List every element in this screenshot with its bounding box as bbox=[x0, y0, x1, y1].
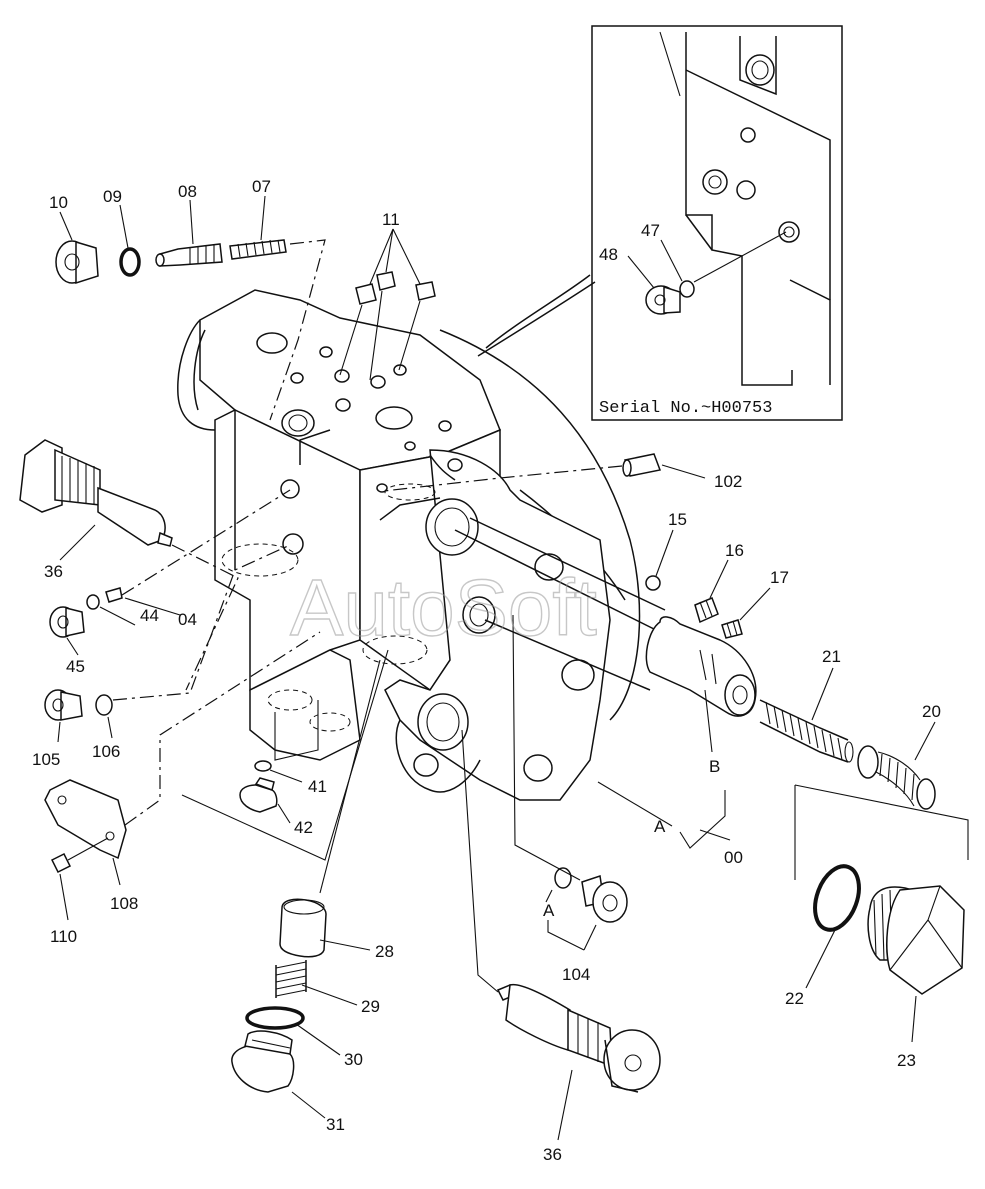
label-110: 110 bbox=[50, 927, 77, 946]
label-28: 28 bbox=[375, 942, 394, 961]
label-11: 11 bbox=[382, 210, 400, 229]
part-110-screw bbox=[50, 837, 109, 874]
part-04-screw bbox=[105, 587, 123, 603]
part-102-pin bbox=[622, 453, 662, 477]
part-41-o-ring bbox=[254, 760, 272, 772]
part-29-spring bbox=[275, 960, 307, 998]
part-08-poppet bbox=[155, 243, 223, 267]
label-102: 102 bbox=[714, 472, 742, 491]
label-36-lower: 36 bbox=[543, 1145, 562, 1164]
part-31-plug bbox=[231, 1030, 295, 1093]
label-21: 21 bbox=[822, 647, 841, 666]
part-44-o-ring bbox=[86, 594, 100, 610]
part-108-cover bbox=[44, 779, 127, 860]
part-104-plug bbox=[581, 875, 628, 923]
label-00: 00 bbox=[724, 848, 743, 867]
part-17-plug bbox=[721, 619, 743, 639]
part-10-plug bbox=[55, 240, 99, 285]
part-106-o-ring bbox=[95, 694, 113, 716]
part-105-plug bbox=[44, 689, 83, 721]
part-16-plug bbox=[694, 597, 719, 624]
part-36-upper-relief-valve bbox=[19, 439, 173, 547]
label-42: 42 bbox=[294, 818, 313, 837]
label-B: B bbox=[709, 757, 720, 776]
part-48-socket-plug bbox=[645, 285, 681, 315]
inset-pointer bbox=[477, 281, 596, 357]
label-A-upper: A bbox=[654, 817, 666, 836]
label-08: 08 bbox=[178, 182, 197, 201]
part-07-spring bbox=[229, 239, 287, 260]
label-104: 104 bbox=[562, 965, 590, 984]
part-42-plug bbox=[239, 777, 278, 813]
label-23: 23 bbox=[897, 1051, 916, 1070]
part-36-lower-relief-valve bbox=[496, 983, 661, 1093]
part-09-o-ring bbox=[119, 247, 141, 277]
part-15-ball bbox=[645, 575, 661, 591]
label-16: 16 bbox=[725, 541, 744, 560]
label-20: 20 bbox=[922, 702, 941, 721]
label-22: 22 bbox=[785, 989, 804, 1008]
valve-body bbox=[177, 289, 641, 801]
part-47-o-ring bbox=[679, 280, 695, 298]
label-45: 45 bbox=[66, 657, 85, 676]
part-20-spring bbox=[857, 745, 936, 810]
label-105: 105 bbox=[32, 750, 60, 769]
label-09: 09 bbox=[103, 187, 122, 206]
label-36-upper: 36 bbox=[44, 562, 63, 581]
label-30: 30 bbox=[344, 1050, 363, 1069]
label-A-lower: A bbox=[543, 901, 555, 920]
part-28-piston bbox=[279, 898, 327, 958]
part-45-plug bbox=[49, 606, 85, 638]
label-29: 29 bbox=[361, 997, 380, 1016]
part-B-spool-sleeve bbox=[645, 616, 757, 717]
label-31: 31 bbox=[326, 1115, 345, 1134]
label-48: 48 bbox=[599, 245, 618, 264]
watermark: AutoSoft bbox=[290, 563, 597, 652]
part-22-o-ring bbox=[813, 864, 861, 932]
part-30-o-ring bbox=[245, 1006, 305, 1030]
label-15: 15 bbox=[668, 510, 687, 529]
part-21-spring bbox=[759, 699, 854, 763]
inset-panel: 48 47 Serial No.~H00753 bbox=[591, 25, 843, 421]
label-07: 07 bbox=[252, 177, 271, 196]
label-47: 47 bbox=[641, 221, 660, 240]
label-04: 04 bbox=[178, 610, 197, 629]
label-17: 17 bbox=[770, 568, 789, 587]
part-11-set-screws bbox=[355, 271, 436, 305]
label-44: 44 bbox=[140, 606, 159, 625]
label-108: 108 bbox=[110, 894, 138, 913]
label-10: 10 bbox=[49, 193, 68, 212]
part-23-plug bbox=[867, 885, 965, 995]
label-106: 106 bbox=[92, 742, 120, 761]
label-41: 41 bbox=[308, 777, 327, 796]
serial-number-note: Serial No.~H00753 bbox=[599, 399, 772, 418]
